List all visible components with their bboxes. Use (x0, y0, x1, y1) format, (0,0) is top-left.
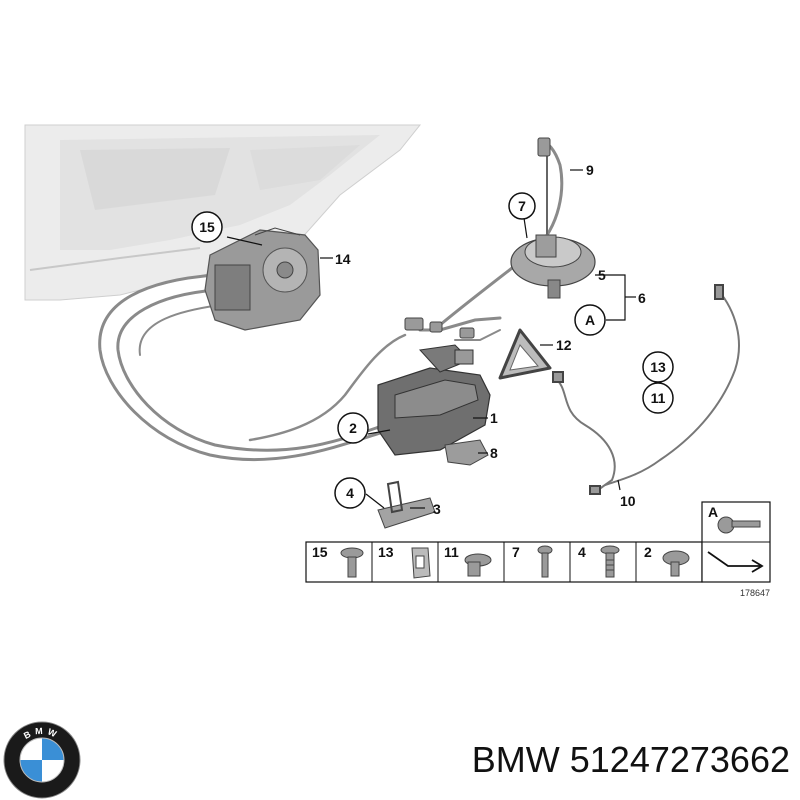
table-cell-11: 11 (444, 544, 459, 560)
cable-connectors (404, 137, 551, 339)
table-cell-7: 7 (512, 544, 520, 560)
callout-11: 11 (642, 382, 674, 414)
callout-A: A (574, 304, 606, 336)
triangular-trim-cover (498, 328, 552, 380)
trunk-lid-panel (24, 124, 422, 301)
brand-part-number: BMW 51247273662 (471, 739, 790, 780)
parts-table: 15 13 11 7 4 2 (305, 501, 771, 583)
callout-8: 8 (490, 445, 498, 461)
expanding-rivet-icon (464, 553, 492, 577)
trunk-latch (377, 344, 491, 456)
svg-text:2: 2 (349, 420, 357, 436)
callout-14: 14 (335, 251, 351, 267)
svg-text:4: 4 (346, 485, 354, 501)
screw-icon (340, 547, 364, 578)
table-cell-4: 4 (578, 544, 586, 560)
svg-text:13: 13 (650, 359, 666, 375)
callout-10: 10 (620, 493, 636, 509)
svg-text:15: 15 (199, 219, 215, 235)
bowden-cables (98, 138, 564, 462)
table-cell-15: 15 (312, 544, 328, 560)
bolt-icon (537, 545, 553, 578)
washer-screw-icon (662, 550, 690, 577)
callout-9: 9 (586, 162, 594, 178)
callout-15: 15 (191, 211, 223, 243)
callout-4: 4 (334, 477, 366, 509)
actuator-motor (204, 227, 321, 331)
leader-lines (226, 169, 636, 509)
callout-7: 7 (508, 192, 536, 220)
callout-1: 1 (490, 410, 498, 426)
callout-13: 13 (642, 351, 674, 383)
svg-text:7: 7 (518, 198, 526, 214)
arrow-icon (707, 551, 764, 573)
striker-plate (377, 480, 436, 529)
callout-2: 2 (337, 412, 369, 444)
callout-5: 5 (598, 267, 606, 283)
svg-text:11: 11 (651, 390, 666, 406)
table-cell-2: 2 (644, 544, 652, 560)
svg-text:A: A (585, 312, 595, 328)
callout-3: 3 (433, 501, 441, 517)
key-icon (717, 516, 761, 534)
bmw-logo: BMW (3, 721, 81, 799)
clip-nut-icon (411, 547, 431, 579)
callout-12: 12 (556, 337, 572, 353)
threaded-bolt-icon (600, 545, 620, 578)
table-cell-13: 13 (378, 544, 394, 560)
wiring-harness (552, 284, 740, 495)
callout-6: 6 (638, 290, 646, 306)
bracket (444, 439, 489, 466)
legend-label-A: A (708, 504, 718, 520)
reference-number: 178647 (740, 588, 770, 598)
